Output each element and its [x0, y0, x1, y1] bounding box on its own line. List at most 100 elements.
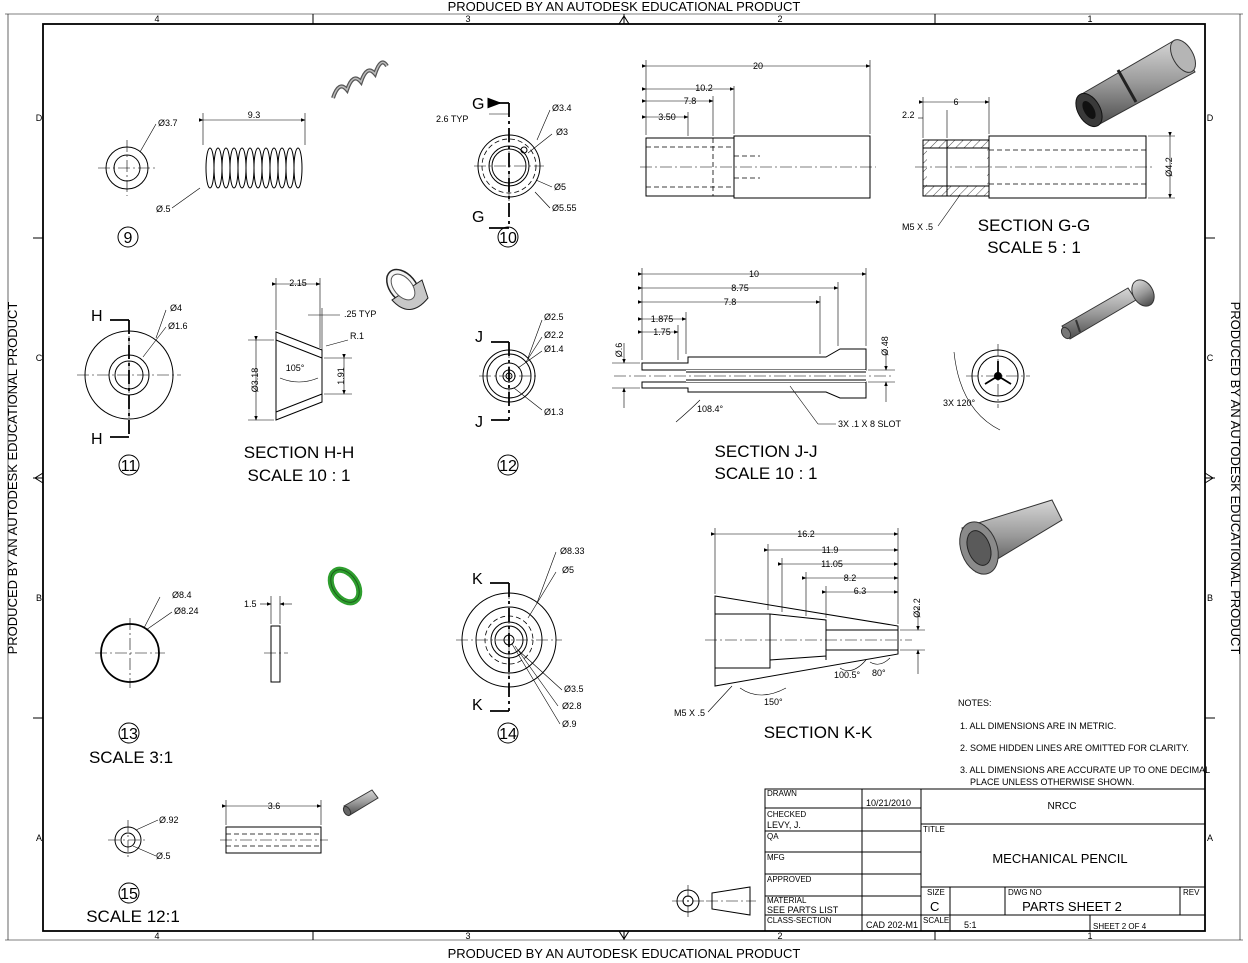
dim-p14-d1: Ø8.33 [560, 546, 585, 556]
section-kk-title: SECTION K-K [764, 723, 873, 742]
title-block [764, 788, 1206, 932]
dim-p14-d4: Ø2.8 [562, 701, 582, 711]
part-15-side-view [220, 800, 328, 854]
cut-label-k-top: K [472, 571, 483, 588]
balloon-10-label: 10 [499, 230, 517, 247]
dim-p10-d4: Ø5.55 [552, 203, 577, 213]
dim-kk-150: 150° [764, 697, 783, 707]
tb-dwg-label: DWG NO [1008, 888, 1042, 897]
dim-kk-63: 6.3 [854, 586, 867, 596]
dim-p14-d3: Ø3.5 [564, 684, 584, 694]
spring-coil [261, 147, 271, 189]
notes-title: NOTES: [958, 698, 992, 708]
part-15-front-view [108, 819, 159, 860]
watermark-bottom: PRODUCED BY AN AUTODESK EDUCATIONAL PROD… [448, 946, 801, 961]
tb-class-value: CAD 202-M1 [866, 920, 918, 930]
tb-title-value: MECHANICAL PENCIL [992, 851, 1127, 866]
cut-label-j-top: J [475, 329, 483, 346]
zone-row-a-left: A [36, 833, 42, 843]
dim-hh-25: .25 TYP [344, 309, 376, 319]
balloon-11-label: 11 [121, 458, 138, 475]
dim-p9-len: 9.3 [248, 110, 261, 120]
dim-p10-d1: Ø3.4 [552, 103, 572, 113]
zone-col-1-top: 1 [1087, 14, 1092, 24]
dim-p12-d1: Ø2.5 [544, 312, 564, 322]
section-13-scale: SCALE 3:1 [89, 748, 173, 767]
part-13-iso [327, 566, 363, 606]
watermark-left: PRODUCED BY AN AUTODESK EDUCATIONAL PROD… [5, 302, 20, 655]
section-hh-scale: SCALE 10 : 1 [247, 466, 350, 485]
cut-label-g-bottom: G [472, 209, 484, 226]
balloon-13 [118, 722, 140, 744]
tb-sheet-value: SHEET 2 OF 4 [1093, 922, 1147, 931]
tb-class-label: CLASS-SECTION [767, 916, 832, 925]
spring-coil [277, 147, 287, 189]
dim-gg-6: 6 [953, 97, 958, 107]
dim-p15-d1: Ø.92 [159, 815, 179, 825]
dim-jj-78: 7.8 [724, 297, 737, 307]
part-10-side-view [640, 60, 876, 199]
dim-hh-318: Ø3.18 [250, 368, 260, 393]
note-3b: PLACE UNLESS OTHERWISE SHOWN. [970, 777, 1134, 787]
spring-coil [245, 147, 255, 189]
dim-p11-d1: Ø4 [170, 303, 182, 313]
sheet-border [5, 13, 1243, 941]
tb-mfg-label: MFG [767, 853, 785, 862]
section-hh-title: SECTION H-H [244, 443, 355, 462]
part-14-front-view [456, 551, 563, 725]
dim-p13-d2: Ø8.24 [174, 606, 199, 616]
dim-p10s-350: 3.50 [658, 112, 676, 122]
dim-hh-r1: R.1 [350, 331, 364, 341]
tb-size-label: SIZE [927, 888, 945, 897]
balloon-9 [117, 226, 139, 248]
spring-coil [205, 147, 215, 189]
dim-hh-105: 105° [286, 363, 305, 373]
dim-3x-120: 3X 120° [943, 398, 976, 408]
part-10-front-view [474, 97, 553, 229]
part-9-end-view [98, 123, 157, 196]
section-15-scale: SCALE 12:1 [86, 907, 180, 926]
spring-coil [293, 147, 303, 189]
dim-gg-m5: M5 X .5 [902, 222, 933, 232]
dim-hh-191: 1.91 [336, 367, 346, 385]
dim-hh-215: 2.15 [289, 278, 307, 288]
balloon-14 [497, 722, 519, 744]
dim-kk-82: 8.2 [844, 573, 857, 583]
tb-checked-name: LEVY, J. [767, 820, 801, 830]
balloon-9-label: 9 [124, 230, 133, 247]
cut-label-j-bottom: J [475, 414, 483, 431]
dim-kk-119: 11.9 [822, 545, 839, 555]
tb-approved-label: APPROVED [767, 875, 812, 884]
cut-label-h-top: H [91, 308, 103, 325]
note-2: 2. SOME HIDDEN LINES ARE OMITTED FOR CLA… [960, 743, 1189, 753]
section-kk-view [705, 528, 925, 713]
section-gg-view [915, 97, 1175, 227]
tb-title-label: TITLE [923, 825, 945, 834]
dim-p10s-20: 20 [753, 61, 763, 71]
tb-rev-label: REV [1183, 888, 1200, 897]
cut-label-k-bottom: K [472, 697, 483, 714]
dim-p10-typ: 2.6 TYP [436, 114, 468, 124]
balloon-15 [118, 882, 140, 904]
spring-coil [285, 147, 295, 189]
spring-coil [237, 147, 247, 189]
dim-jj-1875: 1.875 [651, 314, 674, 324]
dim-p9-wire: Ø.5 [156, 204, 171, 214]
projection-symbol [672, 885, 756, 917]
section-gg-scale: SCALE 5 : 1 [987, 238, 1081, 257]
note-3a: 3. ALL DIMENSIONS ARE ACCURATE UP TO ONE… [960, 765, 1210, 775]
part-12-iso [1060, 279, 1155, 340]
dim-kk-80: 80° [872, 668, 886, 678]
part-11-iso [385, 268, 429, 310]
dim-p9-dia: Ø3.7 [158, 118, 178, 128]
dim-jj-875: 8.75 [731, 283, 749, 293]
dim-p14-d2: Ø5 [562, 565, 574, 575]
cut-label-h-bottom: H [91, 431, 103, 448]
zone-row-b-right: B [1207, 593, 1213, 603]
dim-jj-1084: 108.4° [697, 404, 724, 414]
tb-scale-value: 5:1 [964, 920, 977, 930]
tb-dwg-value: PARTS SHEET 2 [1022, 899, 1122, 914]
zone-col-2-bottom: 2 [777, 931, 782, 941]
dim-p12-d4: Ø1.3 [544, 407, 564, 417]
